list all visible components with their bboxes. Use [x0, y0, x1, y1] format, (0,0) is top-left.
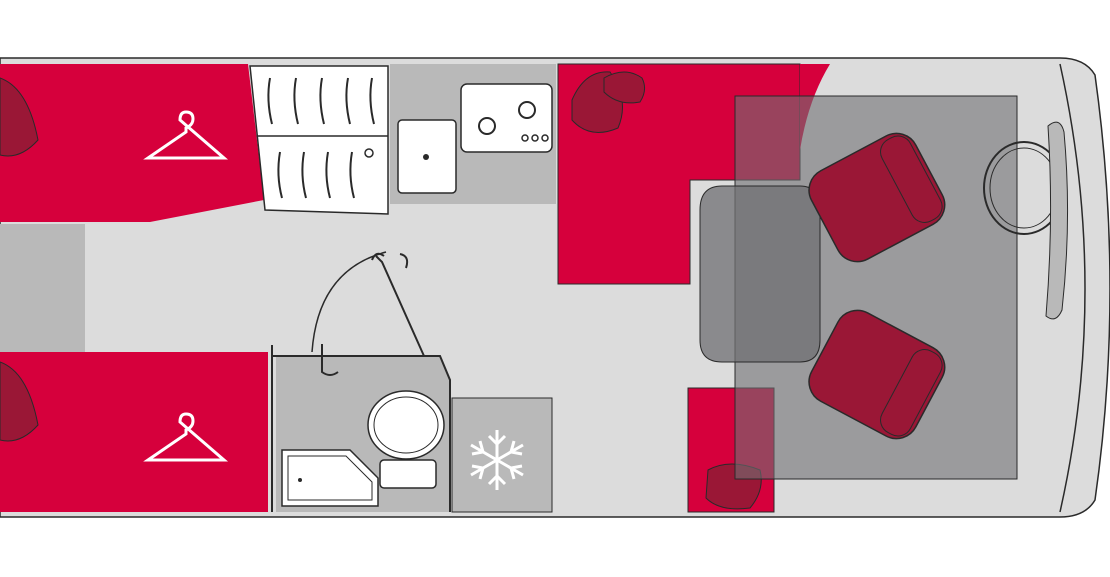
- dinette-backrest: [800, 64, 830, 150]
- hanger-icon: [143, 412, 229, 462]
- cabinet-knob: [364, 148, 374, 158]
- cabinet-body: [249, 65, 389, 215]
- passenger-seat-icon: [808, 309, 946, 440]
- hob-icon: [460, 83, 553, 153]
- cabinet-slots: [267, 77, 375, 199]
- table-leg-icon: [699, 185, 821, 363]
- driver-seat-icon: [808, 132, 946, 263]
- shower-door-arc: [311, 251, 387, 353]
- toilet-seat-inner: [373, 396, 439, 454]
- shower-drain: [298, 478, 302, 482]
- hanger-icon: [143, 110, 229, 160]
- hob-knob-3: [541, 134, 549, 142]
- wardrobe-gap-panel: [0, 224, 85, 352]
- tap-icon: [371, 252, 425, 357]
- snowflake-icon: [470, 430, 524, 490]
- pillow-dinette-2: [603, 71, 646, 104]
- fridge: [451, 397, 553, 513]
- shower-tray-inner: [287, 455, 373, 501]
- fridge-cabinet: [249, 65, 389, 215]
- bathroom: [271, 251, 451, 512]
- shower-head-icon: [310, 344, 342, 376]
- pillow-left-top: [0, 77, 39, 157]
- cab-seats: [808, 132, 946, 440]
- toilet-tank-icon: [379, 459, 437, 489]
- bed-left-bottom: [0, 352, 268, 512]
- wardrobe-gap: [0, 224, 85, 352]
- hob-burner-2: [518, 101, 536, 119]
- cab: [983, 121, 1069, 320]
- windscreen-edge: [1059, 63, 1086, 513]
- bed-left-top: [0, 64, 264, 222]
- hob-knob-2: [531, 134, 539, 142]
- kitchen: [390, 64, 556, 204]
- hob-knob-1: [521, 134, 529, 142]
- fridge-body: [451, 397, 553, 513]
- dashboard-icon: [1045, 121, 1069, 320]
- sink-drain: [423, 154, 429, 160]
- hob-burner-1: [478, 117, 496, 135]
- toilet-bowl-icon: [367, 390, 445, 460]
- bed-left-top-mattress: [0, 64, 264, 222]
- bed-left-bottom-mattress: [0, 352, 268, 512]
- shower-rail: [272, 355, 451, 512]
- pillow-left-bottom: [0, 361, 39, 442]
